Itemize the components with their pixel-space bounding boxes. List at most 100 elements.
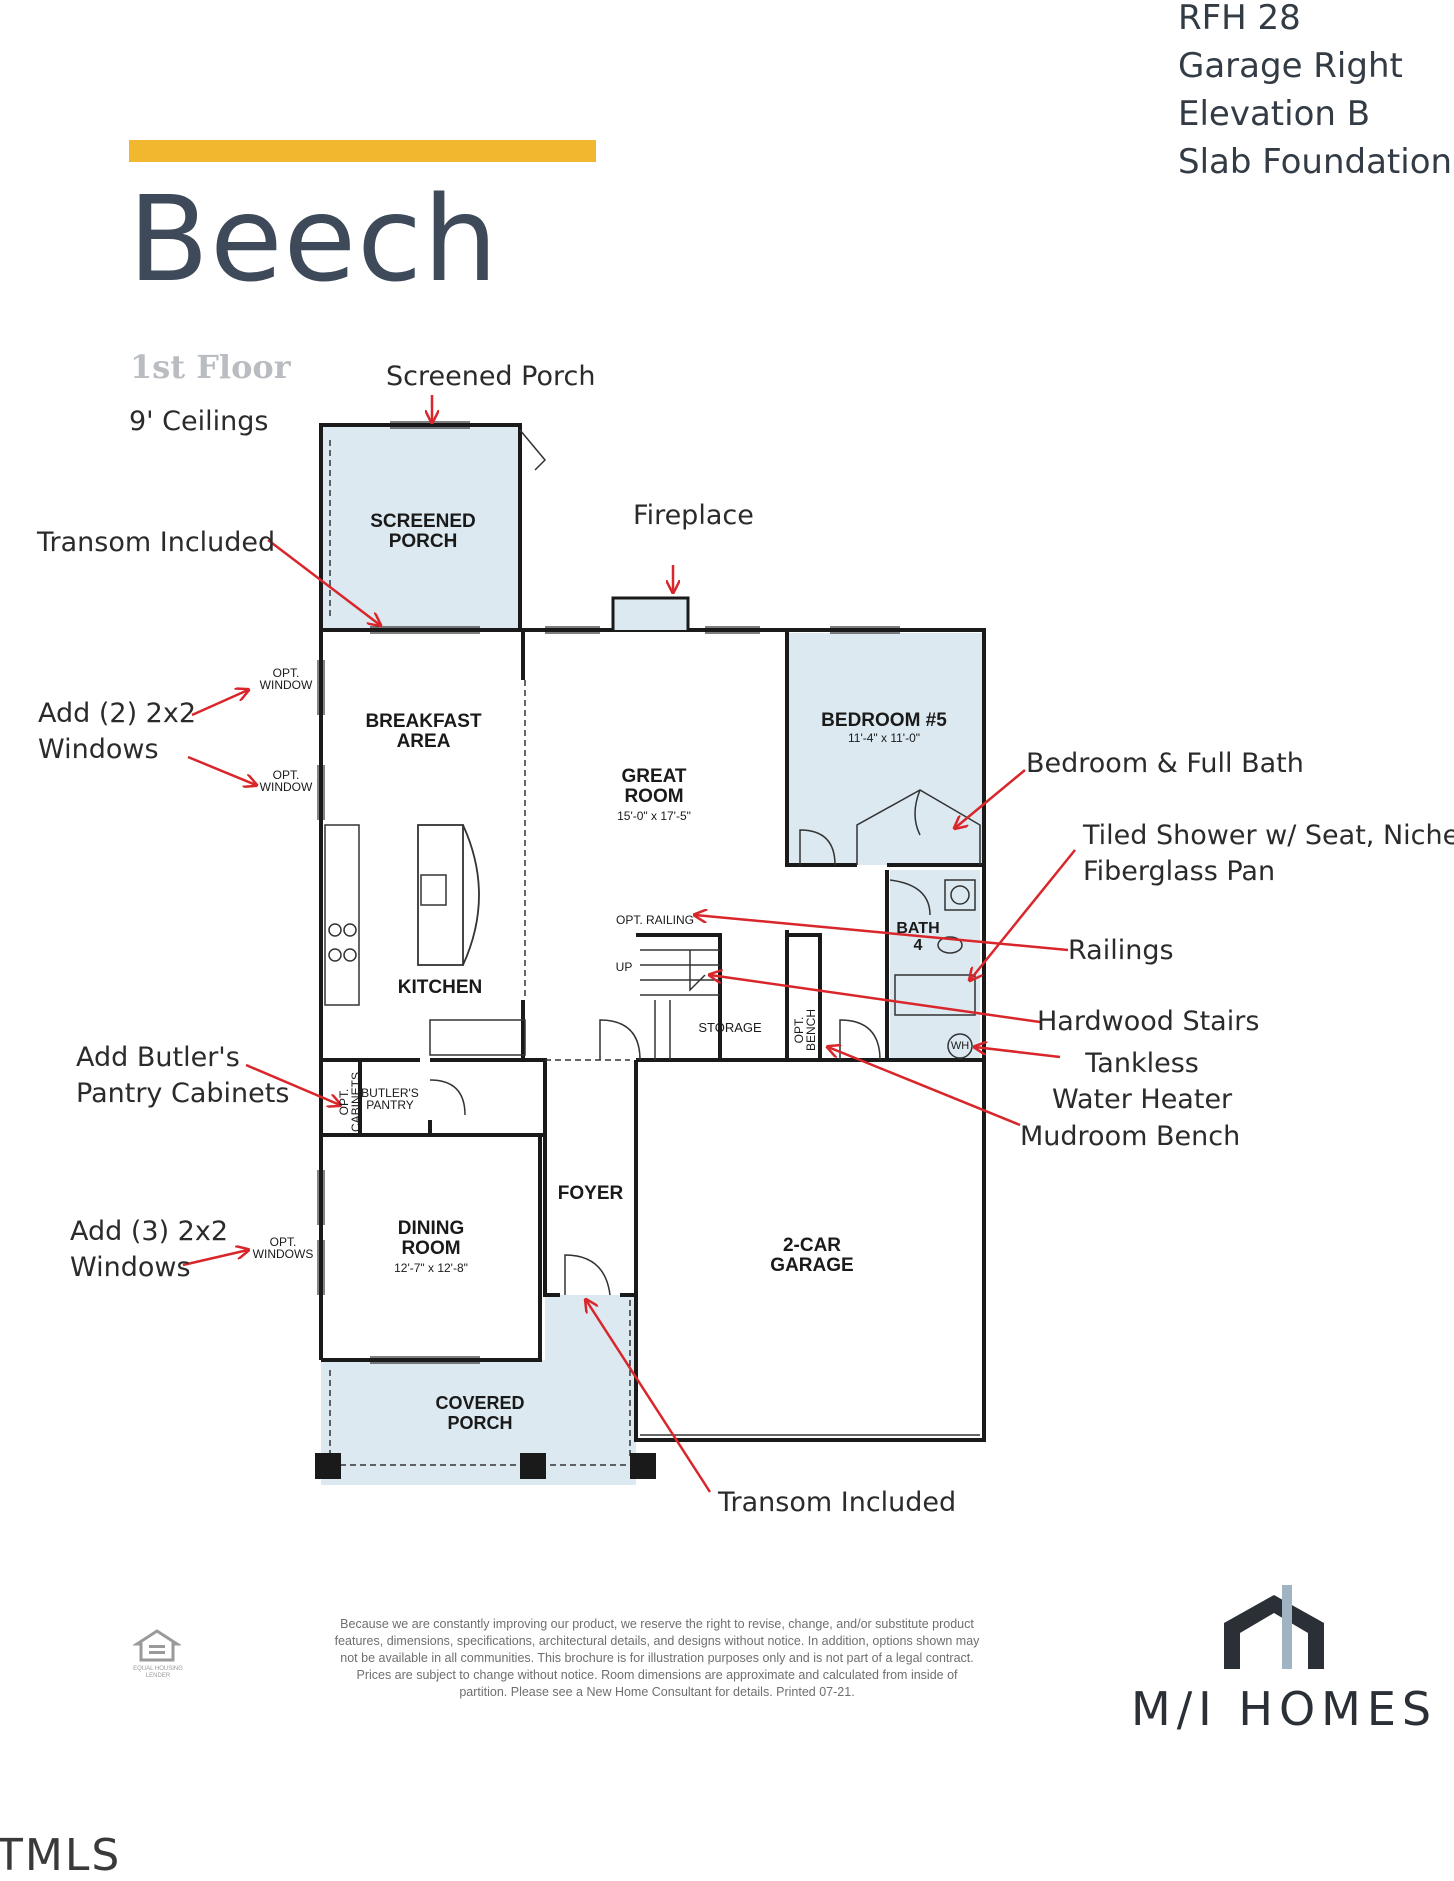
water-heater-label: WH <box>950 1040 970 1052</box>
plan-info-line: RFH 28 <box>1178 0 1301 38</box>
opt-window-label: OPT. WINDOW <box>256 667 316 691</box>
room-label-line: OPT. <box>272 666 300 680</box>
callout-screened-porch: Screened Porch <box>386 361 596 392</box>
windows <box>317 421 900 1364</box>
callout-butlers-pantry: Add Butler's Pantry Cabinets <box>76 1040 289 1112</box>
room-label-line: ROOM <box>401 1238 461 1259</box>
room-covered-porch: COVERED PORCH <box>420 1393 540 1433</box>
room-great-room: GREAT ROOM <box>594 767 714 807</box>
room-foyer: FOYER <box>557 1183 624 1204</box>
callout-line: Windows <box>38 734 159 765</box>
callout-add-2-windows: Add (2) 2x2 Windows <box>38 696 196 768</box>
bath4-fill <box>890 870 980 1060</box>
opt-window-label: OPT. WINDOW <box>256 769 316 793</box>
bedroom5-fill <box>787 633 982 865</box>
room-label-line: GREAT <box>621 766 687 787</box>
callout-tiled-shower: Tiled Shower w/ Seat, Niche & Fiberglass… <box>1083 818 1454 890</box>
callout-tankless: Tankless Water Heater <box>1052 1046 1232 1118</box>
mls-watermark: TMLS <box>0 1830 122 1881</box>
room-label-line: OPT. <box>269 1235 297 1249</box>
room-garage: 2-CAR GARAGE <box>752 1236 872 1276</box>
plan-info-line: Garage Right <box>1178 46 1403 86</box>
plan-info-line: Slab Foundation <box>1178 142 1453 182</box>
room-butlers-pantry: BUTLER'S PANTRY <box>355 1087 425 1111</box>
callout-line: Windows <box>70 1252 191 1283</box>
plan-info-line: Elevation B <box>1178 94 1371 134</box>
room-label-line: BENCH <box>804 1009 818 1052</box>
equal-housing-line: EQUAL HOUSING <box>133 1666 183 1672</box>
room-kitchen: KITCHEN <box>397 977 483 998</box>
house-icon <box>131 1629 183 1662</box>
disclaimer-line: Because we are constantly improving our … <box>340 1617 974 1631</box>
fireplace-shape <box>611 596 690 630</box>
room-label-line: SCREENED <box>370 511 476 532</box>
callout-mudroom: Mudroom Bench <box>1020 1121 1241 1152</box>
room-label-line: GARAGE <box>770 1255 854 1276</box>
callout-arrows <box>182 395 1076 1493</box>
room-label-line: ROOM <box>624 786 684 807</box>
room-label-line: WINDOW <box>259 780 313 794</box>
room-label-line: PORCH <box>388 531 458 552</box>
room-label-line: BATH <box>896 920 940 937</box>
opt-windows-label: OPT. WINDOWS <box>250 1236 316 1260</box>
room-storage: STORAGE <box>698 1020 762 1035</box>
callout-transom-bottom: Transom Included <box>718 1487 957 1518</box>
room-label-line: 4 <box>913 937 923 954</box>
plan-details <box>324 429 981 1466</box>
room-screened-porch: SCREENED PORCH <box>363 512 483 552</box>
callout-line: Add (3) 2x2 <box>70 1216 229 1247</box>
callout-add-3-windows: Add (3) 2x2 Windows <box>70 1214 228 1286</box>
room-label-line: WINDOWS <box>252 1247 314 1261</box>
room-breakfast-area: BREAKFAST AREA <box>356 712 491 752</box>
room-label-line: WINDOW <box>259 678 313 692</box>
room-dining: DINING ROOM <box>371 1219 491 1259</box>
callout-line: Water Heater <box>1052 1084 1233 1115</box>
callout-bedroom-bath: Bedroom & Full Bath <box>1026 748 1304 779</box>
equal-housing-logo: EQUAL HOUSING LENDER <box>131 1628 183 1680</box>
dining-room-dimensions: 12'-7" x 12'-8" <box>394 1261 468 1275</box>
room-bedroom-5: BEDROOM #5 <box>821 710 947 731</box>
equal-housing-text: EQUAL HOUSING LENDER <box>133 1666 183 1680</box>
opt-railing-label: OPT. RAILING <box>615 913 695 927</box>
callout-line: Pantry Cabinets <box>76 1078 290 1109</box>
opt-bench-label: OPT. BENCH <box>792 1000 818 1060</box>
callout-transom-top: Transom Included <box>37 527 276 558</box>
disclaimer: Because we are constantly improving our … <box>277 1616 1037 1701</box>
floor-label: 1st Floor <box>130 348 291 386</box>
room-label-line: 2-CAR <box>782 1235 842 1256</box>
bedroom-5-dimensions: 11'-4" x 11'-0" <box>847 731 921 745</box>
callout-line: Tiled Shower w/ Seat, Niche & <box>1083 820 1454 851</box>
room-label-line: BREAKFAST <box>365 711 482 732</box>
room-bath-4: BATH 4 <box>890 920 946 954</box>
screened-porch-fill <box>321 425 520 630</box>
great-room-dimensions: 15'-0" x 17'-5" <box>617 809 691 823</box>
porch-posts <box>315 1453 656 1479</box>
room-label-line: PANTRY <box>366 1098 414 1112</box>
callout-railings: Railings <box>1068 935 1174 966</box>
room-label-line: PORCH <box>447 1413 513 1433</box>
callout-hardwood-stairs: Hardwood Stairs <box>1037 1006 1260 1037</box>
room-label-line: OPT. <box>272 768 300 782</box>
equal-housing-line: LENDER <box>145 1673 171 1679</box>
disclaimer-line: Prices are subject to change without not… <box>356 1668 958 1682</box>
covered-porch-fill <box>321 1360 636 1485</box>
callout-line: Add (2) 2x2 <box>38 698 197 729</box>
stairs-up-label: UP <box>615 960 633 974</box>
opt-cabinets-label: OPT. CABINETS <box>337 1071 363 1132</box>
plan-info: RFH 28 Garage Right Elevation B Slab Fou… <box>1178 0 1452 186</box>
callout-line: Fiberglass Pan <box>1083 856 1276 887</box>
room-label-line: CABINETS <box>349 1071 363 1132</box>
room-label-line: COVERED <box>435 1393 525 1413</box>
callout-line: Tankless <box>1085 1048 1199 1079</box>
room-label-line: AREA <box>396 731 451 752</box>
brand-wordmark: M/I HOMES <box>1131 1682 1438 1736</box>
callout-line: Add Butler's <box>76 1042 240 1073</box>
room-fills <box>321 425 982 1485</box>
disclaimer-line: not be available in all communities. Thi… <box>340 1651 974 1665</box>
disclaimer-line: partition. Please see a New Home Consult… <box>459 1685 855 1699</box>
mi-homes-logo-icon <box>1224 1585 1324 1669</box>
ceiling-height: 9' Ceilings <box>129 406 269 437</box>
disclaimer-line: features, dimensions, specifications, ar… <box>334 1634 980 1648</box>
plan-title: Beech <box>128 170 499 308</box>
